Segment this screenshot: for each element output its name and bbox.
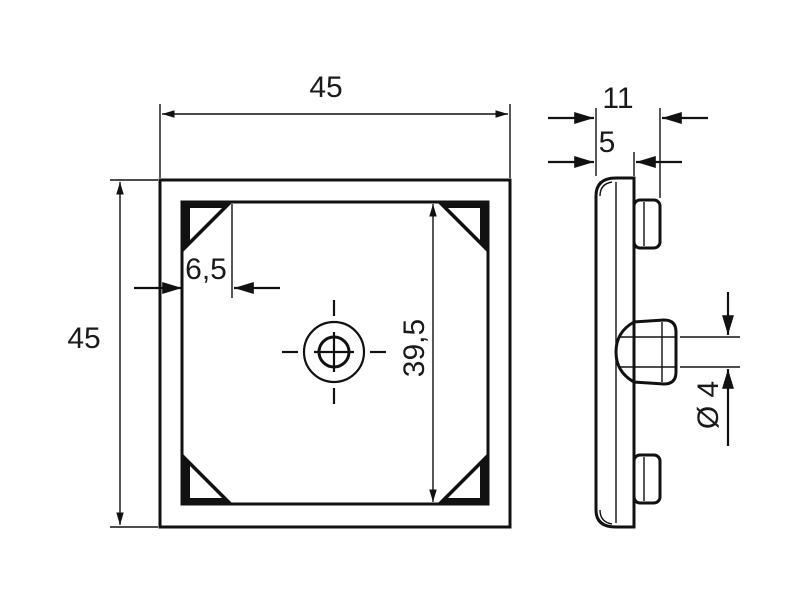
side-pin-bottom — [632, 453, 662, 505]
corner-pad-bottom-right — [437, 453, 489, 505]
side-pin-top — [632, 198, 662, 250]
dimension-side-total-label: 11 — [602, 82, 633, 115]
dimension-side-plate-label: 5 — [599, 126, 616, 159]
corner-pad-bottom-left — [181, 453, 233, 505]
dimension-height: 45 — [67, 179, 158, 528]
side-screw — [614, 318, 678, 386]
dimension-hole-diameter-label: Ø 4 — [692, 381, 725, 429]
front-view — [158, 178, 512, 529]
corner-pad-top-left — [181, 201, 233, 253]
dimension-height-label: 45 — [67, 322, 100, 355]
center-hole — [282, 300, 386, 404]
dimension-side-plate: 5 — [548, 126, 682, 176]
dimension-width-label: 45 — [309, 71, 342, 104]
outer-frame — [158, 178, 512, 529]
dimension-inset: 6,5 — [134, 204, 280, 298]
dimension-inner-height: 39,5 — [398, 204, 437, 502]
dimension-width: 45 — [159, 71, 511, 178]
side-plate — [594, 176, 636, 529]
dimension-inset-label: 6,5 — [185, 253, 227, 286]
side-view — [594, 176, 678, 529]
dimension-inner-height-label: 39,5 — [398, 319, 431, 377]
dimension-side-total: 11 — [548, 82, 708, 198]
inner-frame — [180, 200, 490, 506]
dimension-hole-diameter: Ø 4 — [680, 292, 740, 446]
corner-pad-top-right — [437, 201, 489, 253]
